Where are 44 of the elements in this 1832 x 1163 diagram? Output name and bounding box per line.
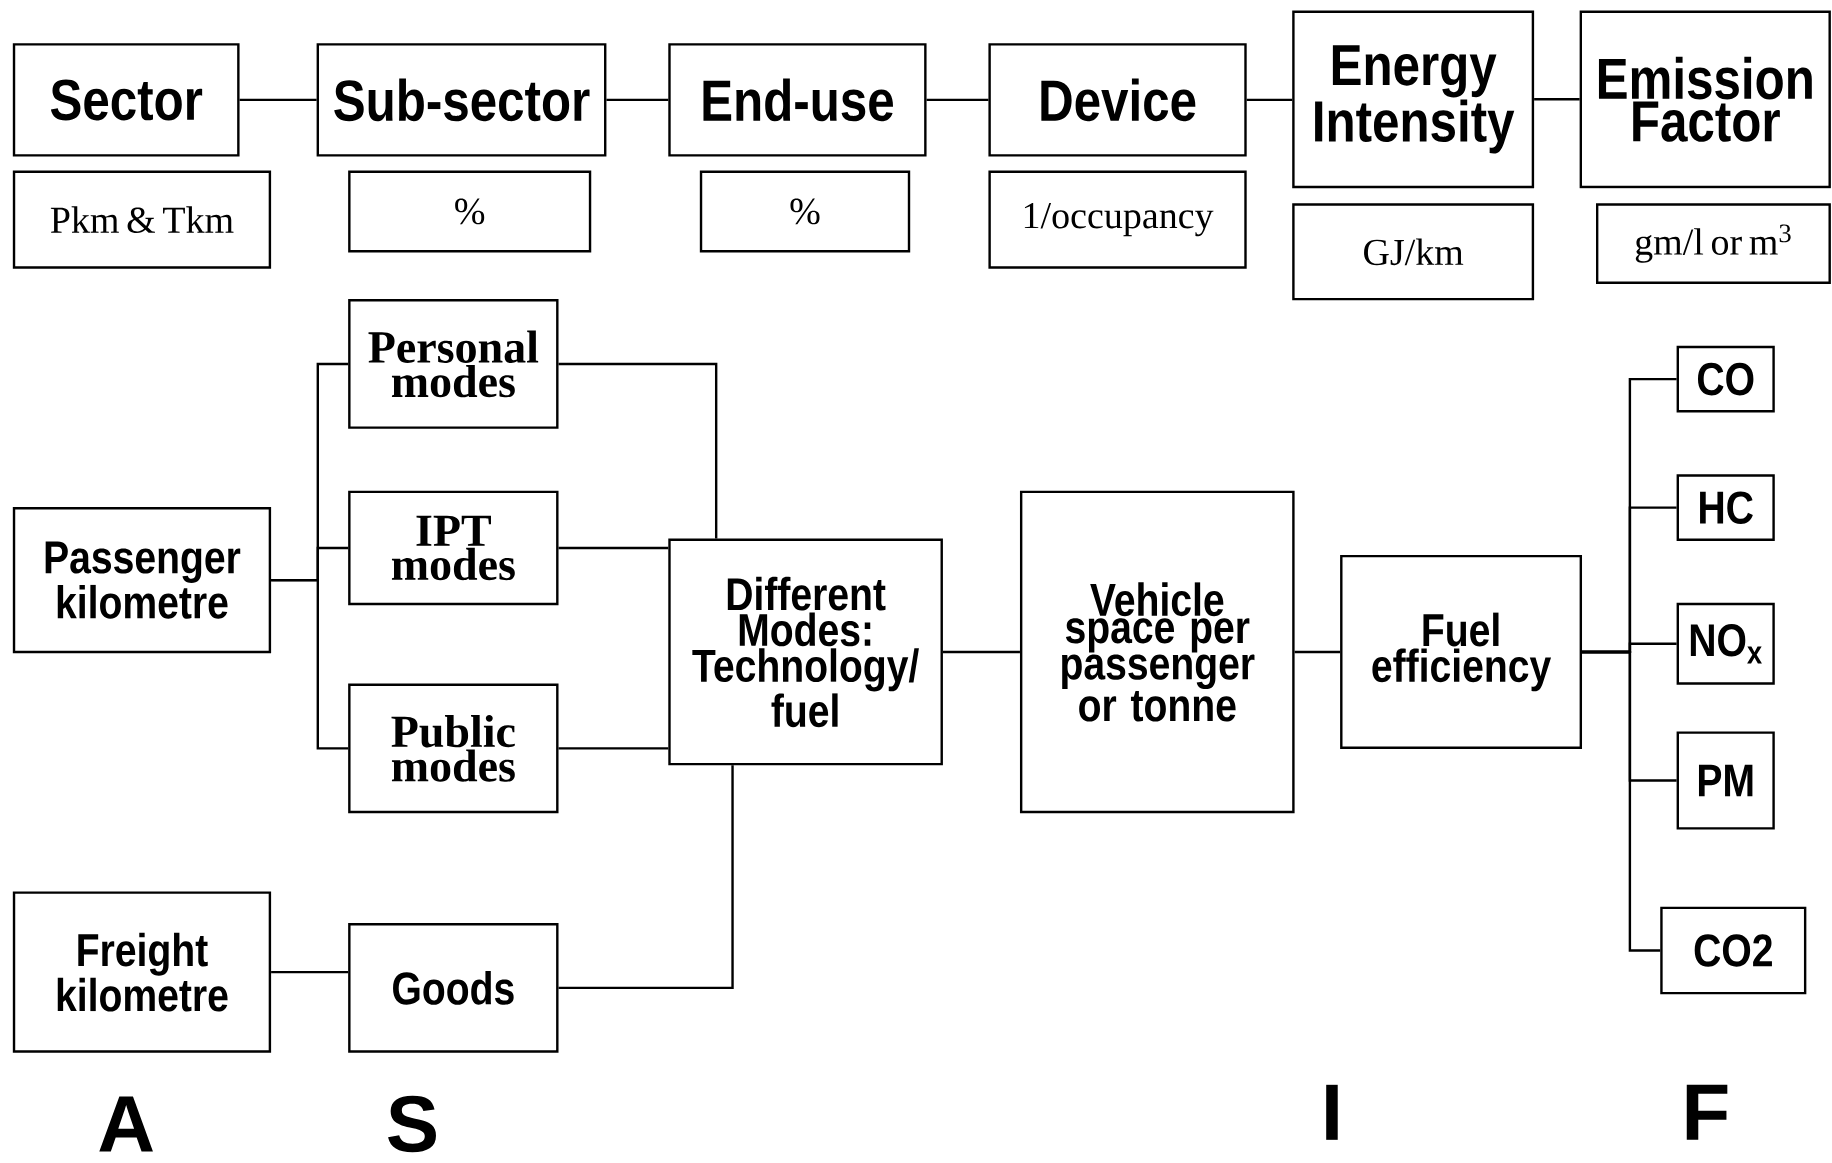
connector-line bbox=[942, 651, 1020, 654]
unit-box: gm/l or m$^{3}$ bbox=[1596, 203, 1831, 285]
connector-line bbox=[558, 547, 669, 550]
process-box: CO2 bbox=[1660, 906, 1807, 995]
process-box: HC bbox=[1676, 474, 1775, 542]
process-box: Vehicle space per passenger or tonne bbox=[1019, 490, 1295, 814]
connector-line bbox=[271, 579, 349, 750]
letter-label: I bbox=[1326, 1085, 1338, 1141]
letter-label: A bbox=[99, 1096, 153, 1152]
connector-line bbox=[558, 765, 734, 990]
unit-box: 1/occupancy bbox=[988, 170, 1247, 269]
header-box: Emission Factor bbox=[1579, 10, 1831, 189]
process-box: Different Modes: Technology/ fuel bbox=[668, 538, 943, 766]
unit-box: % bbox=[699, 170, 911, 253]
unit-box: % bbox=[348, 170, 592, 253]
header-box: Sub-sector bbox=[316, 43, 607, 157]
process-box: PM bbox=[1676, 731, 1775, 830]
connector-line bbox=[606, 98, 669, 102]
header-box: Device bbox=[988, 43, 1247, 157]
process-box: Freight kilometre bbox=[12, 891, 272, 1053]
unit-box: Pkm & Tkm bbox=[12, 170, 272, 269]
letter-label: F bbox=[1686, 1085, 1728, 1141]
header-box: Sector bbox=[12, 43, 240, 157]
connector-line bbox=[1582, 651, 1661, 952]
mode-box: Public modes bbox=[348, 683, 559, 814]
unit-box: GJ/km bbox=[1292, 203, 1535, 301]
process-box: CO bbox=[1676, 346, 1775, 413]
connector-line bbox=[1294, 651, 1341, 654]
header-box: Energy Intensity bbox=[1292, 10, 1535, 189]
connector-line bbox=[239, 98, 317, 102]
mode-box: Personal modes bbox=[348, 299, 559, 430]
process-box: Fuel efficiency bbox=[1340, 555, 1582, 750]
connector-line bbox=[558, 747, 669, 750]
connector-line bbox=[926, 98, 989, 102]
connector-line bbox=[271, 971, 349, 974]
letter-label: S bbox=[388, 1095, 436, 1153]
process-box: Passenger kilometre bbox=[12, 507, 272, 654]
process-box: Goods bbox=[348, 923, 559, 1053]
process-box: NO$_{x}$ bbox=[1676, 603, 1775, 685]
header-box: End-use bbox=[668, 43, 927, 157]
mode-box: IPT modes bbox=[348, 490, 559, 606]
connector-line bbox=[558, 363, 718, 539]
connector-line bbox=[1246, 98, 1293, 102]
connector-line bbox=[1534, 98, 1580, 101]
